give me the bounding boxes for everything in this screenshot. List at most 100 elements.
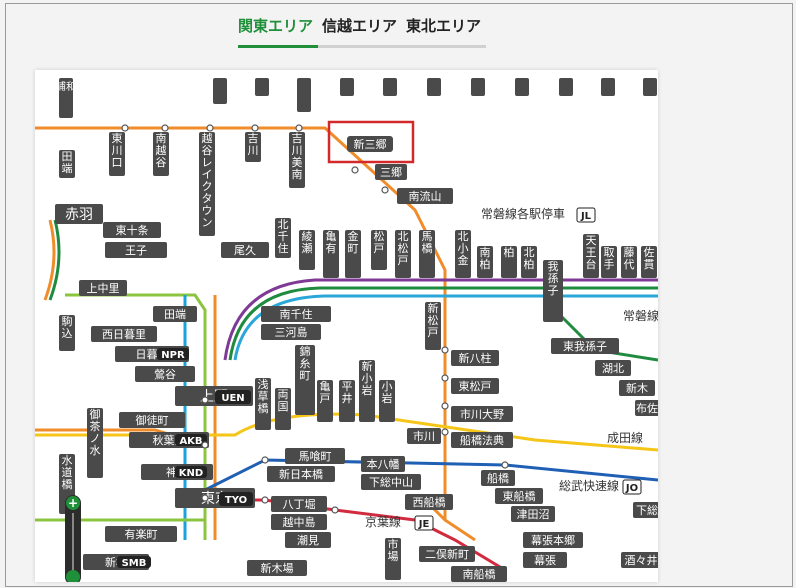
- vertical-station-name: 藤代: [624, 246, 635, 271]
- vertical-station-name: 我孫子: [548, 260, 559, 297]
- svg-text:新木場: 新木場: [261, 561, 294, 575]
- vertical-station-name: 亀有: [326, 229, 337, 255]
- vertical-station-name: 柏: [504, 245, 515, 259]
- tab-tohoku[interactable]: 東北エリア: [406, 17, 482, 35]
- tab-underline: [238, 45, 486, 48]
- svg-text:東船橋: 東船橋: [503, 489, 536, 503]
- svg-text:新日本橋: 新日本橋: [279, 467, 323, 481]
- svg-text:津田沼: 津田沼: [517, 507, 550, 521]
- vertical-station-name: 東川口: [112, 132, 123, 169]
- svg-text:市川: 市川: [413, 429, 435, 443]
- line-joban-local: [228, 286, 658, 361]
- vertical-station-name: 南越谷: [156, 132, 167, 169]
- svg-text:尾久: 尾久: [234, 244, 256, 257]
- svg-text:新八柱: 新八柱: [459, 351, 492, 365]
- vertical-station-name: 水道橋: [62, 454, 73, 491]
- zoom-track: [72, 513, 74, 579]
- svg-text:常磐線各駅停車: 常磐線各駅停車: [481, 206, 565, 221]
- vertical-station-name: 天王台: [586, 234, 597, 271]
- station-shin-misato[interactable]: 新三郷: [347, 136, 393, 152]
- station-code-badges: NPR UEN AKB KND TYO SMB JL JE JO: [117, 207, 642, 569]
- vertical-station-name: 綾瀬: [302, 230, 313, 255]
- svg-text:下総: 下総: [636, 503, 658, 517]
- vertical-station-name: 馬橋: [422, 230, 433, 255]
- vertical-station-name: 金町: [348, 229, 359, 255]
- svg-text:幕張本郷: 幕張本郷: [531, 533, 575, 547]
- svg-text:東我孫子: 東我孫子: [563, 340, 607, 353]
- vertical-station-name: 北小金: [458, 230, 469, 267]
- vertical-station-name: 亀戸: [320, 379, 331, 405]
- svg-text:NPR: NPR: [161, 350, 185, 361]
- vertical-station-name: 駒込: [62, 315, 73, 340]
- line-utsunomiya: [48, 219, 61, 301]
- svg-text:東十条: 東十条: [116, 223, 149, 237]
- vertical-station-name: 錦糸町: [300, 344, 311, 382]
- tab-kanto[interactable]: 関東エリア: [238, 17, 314, 35]
- vertical-station-name: 浅草橋: [258, 378, 269, 415]
- map-svg: 新三郷 浦和: [35, 78, 658, 582]
- vertical-station-name: 吉川美南: [292, 132, 303, 181]
- svg-text:KND: KND: [179, 468, 203, 479]
- zoom-handle[interactable]: [66, 570, 80, 582]
- vertical-station-name: 御茶ノ水: [90, 407, 101, 457]
- svg-text:船橋法典: 船橋法典: [460, 433, 504, 447]
- vertical-station-name: 北千住: [278, 218, 289, 255]
- svg-text:御徒町: 御徒町: [136, 413, 169, 427]
- top-stations: 浦和: [56, 78, 657, 118]
- svg-text:SMB: SMB: [122, 558, 147, 569]
- vertical-station-name: 両国: [278, 388, 289, 413]
- svg-text:東松戸: 東松戸: [459, 379, 492, 393]
- vertical-station-name: 田端: [62, 150, 73, 175]
- line-yamanote: [65, 293, 207, 540]
- svg-text:下総中山: 下総中山: [369, 475, 413, 489]
- vertical-station-name: 新松戸: [428, 301, 439, 339]
- svg-text:湖北: 湖北: [602, 362, 624, 375]
- svg-text:西船橋: 西船橋: [413, 495, 446, 509]
- station-label-bg: [347, 136, 393, 152]
- svg-text:本八幡: 本八幡: [367, 457, 400, 471]
- svg-text:幕張: 幕張: [534, 553, 556, 567]
- station-dots: [121, 124, 509, 514]
- svg-text:浦和: 浦和: [56, 80, 76, 93]
- svg-text:TYO: TYO: [225, 495, 247, 506]
- svg-text:南流山: 南流山: [409, 189, 442, 203]
- svg-text:常磐線: 常磐線: [623, 308, 658, 323]
- svg-text:三郷: 三郷: [380, 165, 402, 179]
- vertical-station-name: 松戸: [374, 229, 385, 255]
- svg-text:南千住: 南千住: [280, 307, 313, 321]
- vertical-station-name: 南柏: [480, 246, 491, 271]
- svg-text:越中島: 越中島: [283, 515, 316, 529]
- line-takasaki: [43, 219, 56, 301]
- svg-text:八丁堀: 八丁堀: [283, 498, 316, 511]
- svg-text:酒々井: 酒々井: [625, 553, 658, 567]
- line-joban-rapid: [223, 278, 658, 361]
- vertical-station-name: 北柏: [524, 246, 535, 271]
- zoom-control[interactable]: +: [65, 495, 81, 582]
- route-map[interactable]: 新三郷 浦和: [35, 70, 658, 582]
- svg-text:総武快速線: 総武快速線: [559, 478, 619, 493]
- svg-text:西日暮里: 西日暮里: [102, 327, 146, 341]
- vertical-station-name: 越谷レイクタウン: [202, 131, 213, 229]
- svg-text:市川大野: 市川大野: [460, 407, 504, 421]
- vertical-station-name: 小岩: [382, 380, 393, 405]
- svg-text:馬喰町: 馬喰町: [299, 449, 332, 463]
- svg-text:上中里: 上中里: [87, 282, 120, 295]
- svg-text:船橋: 船橋: [487, 471, 509, 485]
- highlight-box: [327, 120, 415, 164]
- svg-text:AKB: AKB: [179, 436, 202, 447]
- vertical-station-name: 北松戸: [398, 230, 409, 267]
- svg-text:赤羽: 赤羽: [65, 207, 93, 223]
- svg-text:京葉線: 京葉線: [365, 514, 401, 529]
- vertical-station-name: 新小岩: [362, 359, 373, 397]
- svg-text:潮見: 潮見: [297, 533, 319, 547]
- svg-text:鶯谷: 鶯谷: [154, 367, 176, 381]
- svg-text:UEN: UEN: [221, 393, 244, 404]
- svg-text:JO: JO: [625, 483, 638, 494]
- svg-text:田端: 田端: [164, 308, 186, 321]
- svg-text:JE: JE: [418, 519, 430, 530]
- tab-active-indicator: [238, 45, 318, 48]
- svg-text:成田線: 成田線: [607, 430, 643, 445]
- zoom-in-button[interactable]: +: [66, 496, 80, 510]
- tab-shinetsu[interactable]: 信越エリア: [322, 17, 398, 35]
- svg-text:三河島: 三河島: [275, 325, 308, 339]
